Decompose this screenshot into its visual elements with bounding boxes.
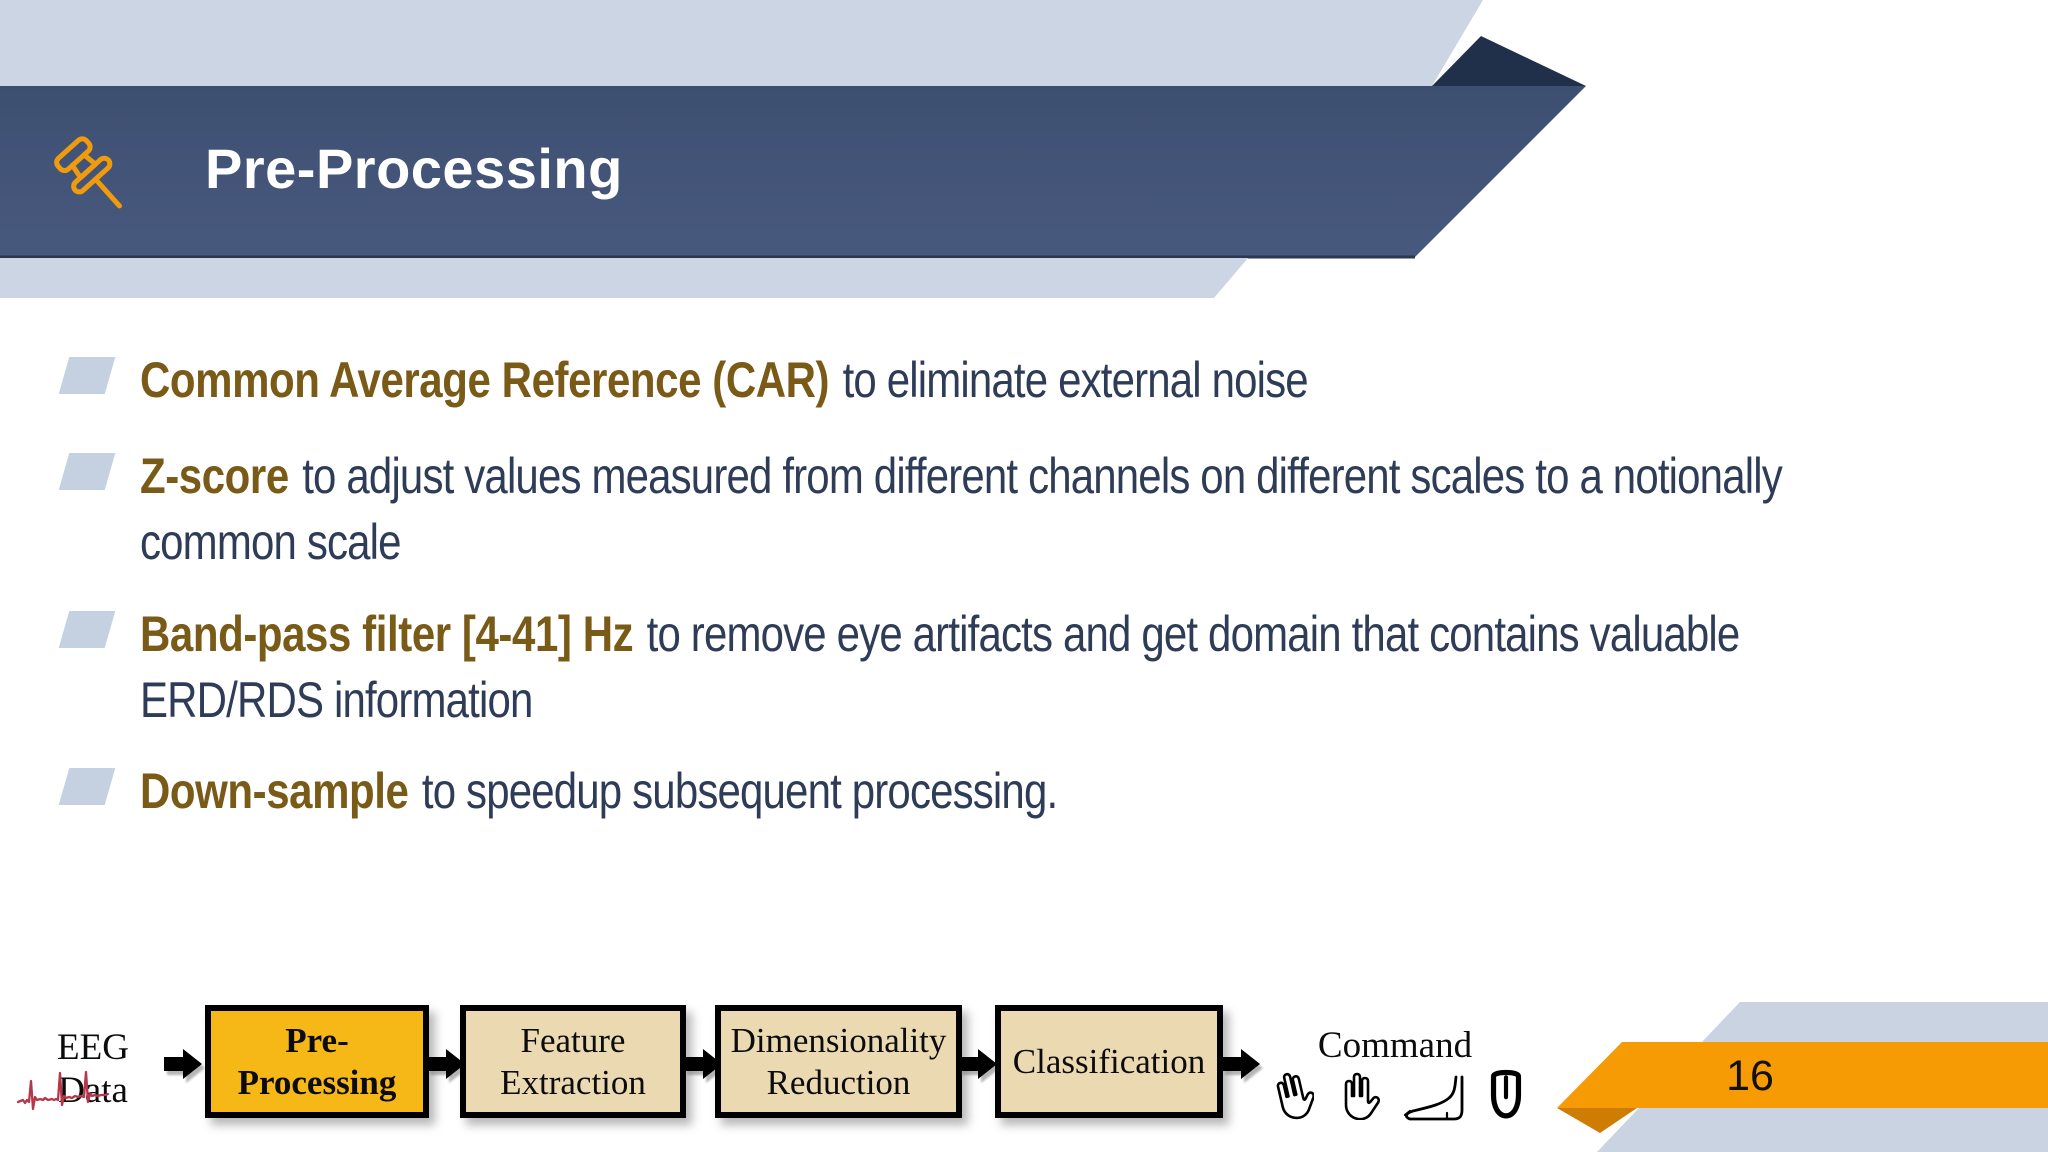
flow-arrow — [1222, 1049, 1260, 1079]
eeg-data-label: EEG Data — [57, 1027, 129, 1111]
bullet-term: Common Average Reference (CAR) — [140, 352, 830, 408]
bullet-description: to remove eye artifacts and get domain t… — [140, 606, 1740, 728]
page-title: Pre-Processing — [205, 137, 623, 200]
flow-arrow — [164, 1049, 202, 1079]
bullet-marker — [58, 453, 116, 490]
flow-arrow — [427, 1049, 465, 1079]
right-hand-icon — [1344, 1072, 1380, 1120]
ribbon-fold-triangle — [1557, 1108, 1637, 1133]
left-hand-icon — [1276, 1072, 1314, 1120]
pushpin-icon — [54, 136, 123, 209]
bullet-marker — [58, 768, 116, 805]
bullet-term: Down-sample — [140, 763, 409, 819]
bullet-description: to speedup subsequent processing. — [421, 763, 1058, 819]
bullet-term: Z-score — [140, 448, 289, 504]
banner-main-band — [0, 86, 1586, 258]
flow-arrow — [684, 1049, 722, 1079]
bullet-item-car: Common Average Reference (CAR)to elimina… — [140, 347, 1904, 413]
flow-arrow — [959, 1049, 997, 1079]
page-ribbon — [1557, 1002, 2048, 1152]
ribbon-orange-band — [1557, 1042, 2048, 1108]
banner-light-strip-bottom — [0, 258, 1248, 298]
command-label: Command — [1317, 1025, 1473, 1066]
header-banner — [0, 0, 1586, 298]
bullet-marker — [58, 357, 116, 394]
banner-corner-triangle — [1432, 36, 1586, 86]
tongue-icon — [1490, 1069, 1522, 1119]
bullet-description: to adjust values measured from different… — [140, 448, 1783, 570]
bullet-description: to eliminate external noise — [842, 352, 1309, 408]
page-number: 16 — [1726, 1052, 1774, 1100]
bullet-marker — [58, 611, 116, 648]
banner-light-strip-top — [0, 0, 1483, 86]
eeg-waveform-icon — [16, 1070, 110, 1111]
pipeline-stage-feature-extraction: Feature Extraction — [460, 1005, 686, 1118]
pipeline-stage-pre-processing: Pre- Processing — [205, 1005, 429, 1118]
foot-icon — [1403, 1075, 1464, 1121]
bullet-term: Band-pass filter [4-41] Hz — [140, 606, 634, 662]
pipeline-stage-classification: Classification — [995, 1005, 1223, 1118]
pipeline-stage-dimensionality-reduction: Dimensionality Reduction — [715, 1005, 962, 1118]
